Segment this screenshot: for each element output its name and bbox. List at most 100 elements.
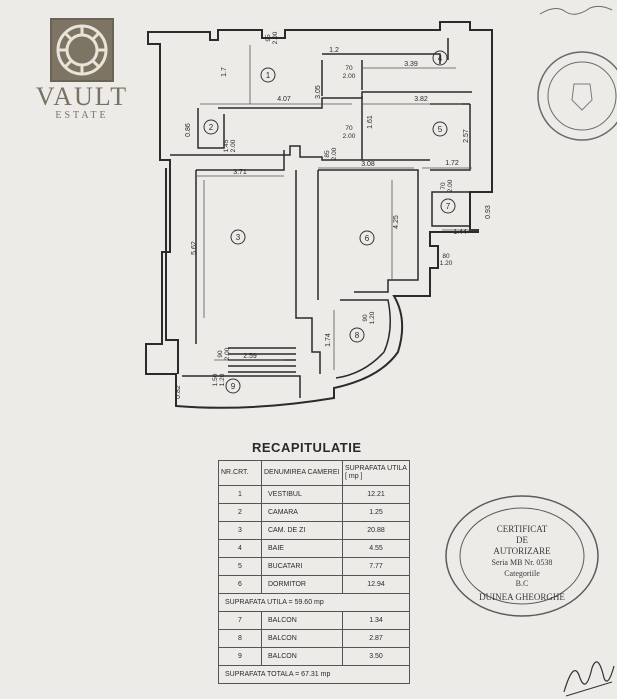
row-area: 12.94 — [342, 575, 410, 594]
wall-bath — [321, 38, 449, 96]
subtotal-row: SUPRAFATA UTILA = 59.60 mp — [218, 593, 410, 612]
subtotal-text: SUPRAFATA UTILA = 59.60 mp — [218, 593, 410, 612]
dim-dormitor-height: 4.25 — [393, 215, 400, 229]
dim-balcony9-width: 2.59 — [243, 353, 257, 360]
table-row: 4 BAIE 4.55 — [218, 539, 410, 558]
room-number-7: 7 — [446, 202, 451, 211]
dim-bath-width: 3.39 — [404, 61, 418, 68]
door-label-8b: 1.20 — [369, 311, 376, 324]
row-name: VESTIBUL — [261, 485, 343, 504]
door-label-6: 70 — [440, 182, 447, 190]
dim-kitchen-width-2: 1.72 — [445, 160, 459, 167]
signature-top — [539, 5, 613, 15]
door-label-1b: 2.00 — [272, 31, 279, 44]
total-text: SUPRAFATA TOTALA = 67.31 mp — [218, 665, 410, 684]
row-nr: 3 — [218, 521, 262, 540]
door-label-5b: 2.00 — [230, 139, 237, 152]
door-label-3: 70 — [345, 125, 353, 132]
wall-camara — [197, 108, 225, 149]
wall-balcony-9 — [182, 375, 301, 398]
table-row: 5 BUCATARI 7.77 — [218, 557, 410, 576]
row-name: BAIE — [261, 539, 343, 558]
row-nr: 8 — [218, 629, 262, 648]
door-label-10b: 2.00 — [224, 347, 231, 360]
dim-balcony9-side: 0.82 — [175, 385, 182, 399]
table-row: 3 CAM. DE ZI 20.88 — [218, 521, 410, 540]
row-name: CAMARA — [261, 503, 343, 522]
room-number-8: 8 — [355, 331, 360, 340]
recap-header-area: SUPRAFATA UTILA [ mp ] — [342, 460, 410, 486]
vault-logo-icon — [50, 18, 114, 82]
door-label-7b: 1.20 — [440, 260, 453, 267]
wall-balcony-8 — [335, 299, 391, 379]
dim-dormitor-width: 3.08 — [361, 161, 375, 168]
row-area: 7.77 — [342, 557, 410, 576]
door-label-5: 1.45 — [223, 139, 230, 152]
recap-header-row: NR.CRT. DENUMIREA CAMEREI SUPRAFATA UTIL… — [218, 460, 410, 486]
room-number-markers — [203, 50, 456, 394]
dim-kitchen-width: 3.82 — [414, 96, 428, 103]
svg-text:Seria MB Nr. 0538: Seria MB Nr. 0538 — [492, 558, 553, 567]
row-name: BALCON — [261, 647, 343, 666]
row-area: 20.88 — [342, 521, 410, 540]
table-row: 7 BALCON 1.34 — [218, 611, 410, 630]
door-label-2b: 2.00 — [343, 73, 356, 80]
svg-text:DUINEA GHEORGHE: DUINEA GHEORGHE — [479, 592, 565, 602]
dim-kitchen-height-2: 2.57 — [463, 129, 470, 143]
wall-dormitor — [317, 169, 419, 300]
outer-wall — [145, 21, 493, 409]
row-area: 12.21 — [342, 485, 410, 504]
logo-sub-text: ESTATE — [55, 110, 109, 121]
recap-table: NR.CRT. DENUMIREA CAMEREI SUPRAFATA UTIL… — [218, 460, 410, 684]
dim-camara-height: 0.86 — [185, 123, 192, 137]
door-label-3b: 2.00 — [343, 133, 356, 140]
row-area: 2.87 — [342, 629, 410, 648]
table-row: 2 CAMARA 1.25 — [218, 503, 410, 522]
dim-livingroom-width: 3.71 — [233, 169, 247, 176]
svg-text:Categoriile: Categoriile — [504, 569, 540, 578]
wall-kitchen — [361, 96, 471, 171]
svg-text:CERTIFICAT: CERTIFICAT — [497, 524, 548, 534]
dim-livingroom-height: 5.62 — [191, 241, 198, 255]
room-number-9: 9 — [231, 382, 236, 391]
row-nr: 5 — [218, 557, 262, 576]
signature-bottom — [563, 661, 615, 697]
wall-livingroom — [195, 150, 321, 374]
table-row: 9 BALCON 3.50 — [218, 647, 410, 666]
wall-vestibul-north — [218, 91, 472, 109]
room-number-5: 5 — [438, 125, 443, 134]
door-label-9b: 1.20 — [219, 373, 226, 386]
room-number-4: 4 — [438, 54, 443, 63]
total-row: SUPRAFATA TOTALA = 67.31 mp — [218, 665, 410, 684]
row-area: 4.55 — [342, 539, 410, 558]
logo-brand-text: VAULT — [35, 82, 129, 111]
dim-bath-door: 1.2 — [329, 47, 339, 54]
door-label-7: 80 — [442, 253, 450, 260]
table-row: 6 DORMITOR 12.94 — [218, 575, 410, 594]
svg-text:AUTORIZARE: AUTORIZARE — [493, 546, 551, 556]
door-label-4: 85 — [324, 150, 331, 158]
row-area: 1.25 — [342, 503, 410, 522]
dim-kitchen-height: 1.61 — [367, 115, 374, 129]
cadastre-stamp — [537, 51, 617, 141]
row-name: BALCON — [261, 629, 343, 648]
room-number-1: 1 — [266, 71, 271, 80]
dim-vestibul-width: 4.07 — [277, 96, 291, 103]
row-nr: 1 — [218, 485, 262, 504]
door-label-8: 90 — [362, 314, 369, 322]
dim-vestibul-height: 1.7 — [221, 67, 228, 77]
door-label-2: 70 — [345, 65, 353, 72]
room-number-3: 3 — [236, 233, 241, 242]
vault-estate-logo: VAULT ESTATE — [32, 18, 132, 121]
row-area: 3.50 — [342, 647, 410, 666]
row-name: DORMITOR — [261, 575, 343, 594]
door-label-1: 95 — [265, 34, 272, 42]
table-row: 1 VESTIBUL 12.21 — [218, 485, 410, 504]
svg-text:B.C: B.C — [516, 579, 529, 588]
door-label-9: 1.50 — [212, 373, 219, 386]
row-name: BUCATARI — [261, 557, 343, 576]
wall-balcony-7 — [431, 191, 471, 227]
svg-text:DE: DE — [516, 535, 528, 545]
dim-vestibul-height-2: 3.05 — [315, 85, 322, 99]
row-nr: 6 — [218, 575, 262, 594]
